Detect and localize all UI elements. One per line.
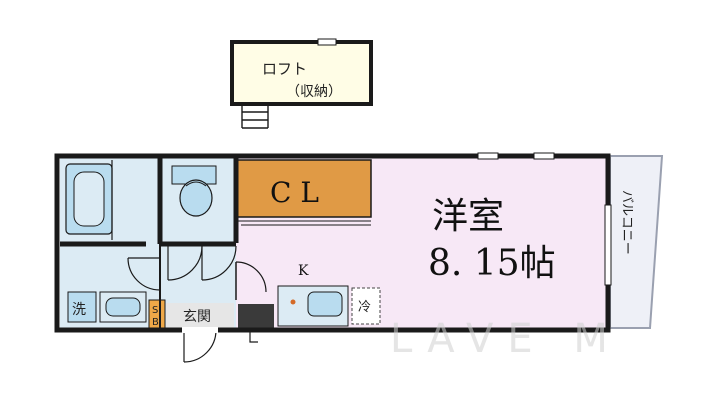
entrance: 玄関 — [166, 303, 234, 328]
window-top-1 — [477, 152, 499, 160]
balcony-window — [604, 204, 612, 286]
closet-label: C L — [270, 176, 319, 209]
balcony: バルコニー — [609, 155, 664, 329]
loft-ladder — [241, 104, 269, 129]
door-swings — [127, 245, 267, 363]
kitchen: K — [277, 263, 349, 327]
fridge-label: 冷 — [358, 300, 371, 315]
bathtub — [65, 163, 113, 235]
washer-space: 洗 — [67, 291, 97, 323]
loft-sublabel: （収納） — [286, 84, 342, 100]
entrance-label: 玄関 — [183, 308, 211, 325]
outer-walls — [54, 152, 612, 333]
shoe-box-s: S — [152, 305, 158, 316]
shoe-box: S B — [148, 299, 166, 329]
watermark: LAVE M — [390, 316, 622, 362]
washroom-sink — [99, 291, 147, 323]
loft: ロフト （収納） — [230, 38, 373, 129]
dark-panel — [238, 304, 274, 328]
balcony-label: バルコニー — [619, 190, 634, 255]
toilet — [168, 162, 232, 236]
room-name: 洋室 — [432, 196, 504, 237]
window-top-2 — [533, 152, 555, 160]
fridge-space: 冷 — [351, 287, 381, 325]
loft-label: ロフト — [262, 60, 307, 78]
closet: C L — [236, 159, 372, 226]
entrance-door-gap — [182, 327, 218, 333]
washer-label: 洗 — [72, 302, 86, 318]
kitchen-label: K — [298, 263, 309, 279]
room-size: 8. 15帖 — [428, 243, 556, 284]
shoe-box-b: B — [152, 317, 159, 328]
